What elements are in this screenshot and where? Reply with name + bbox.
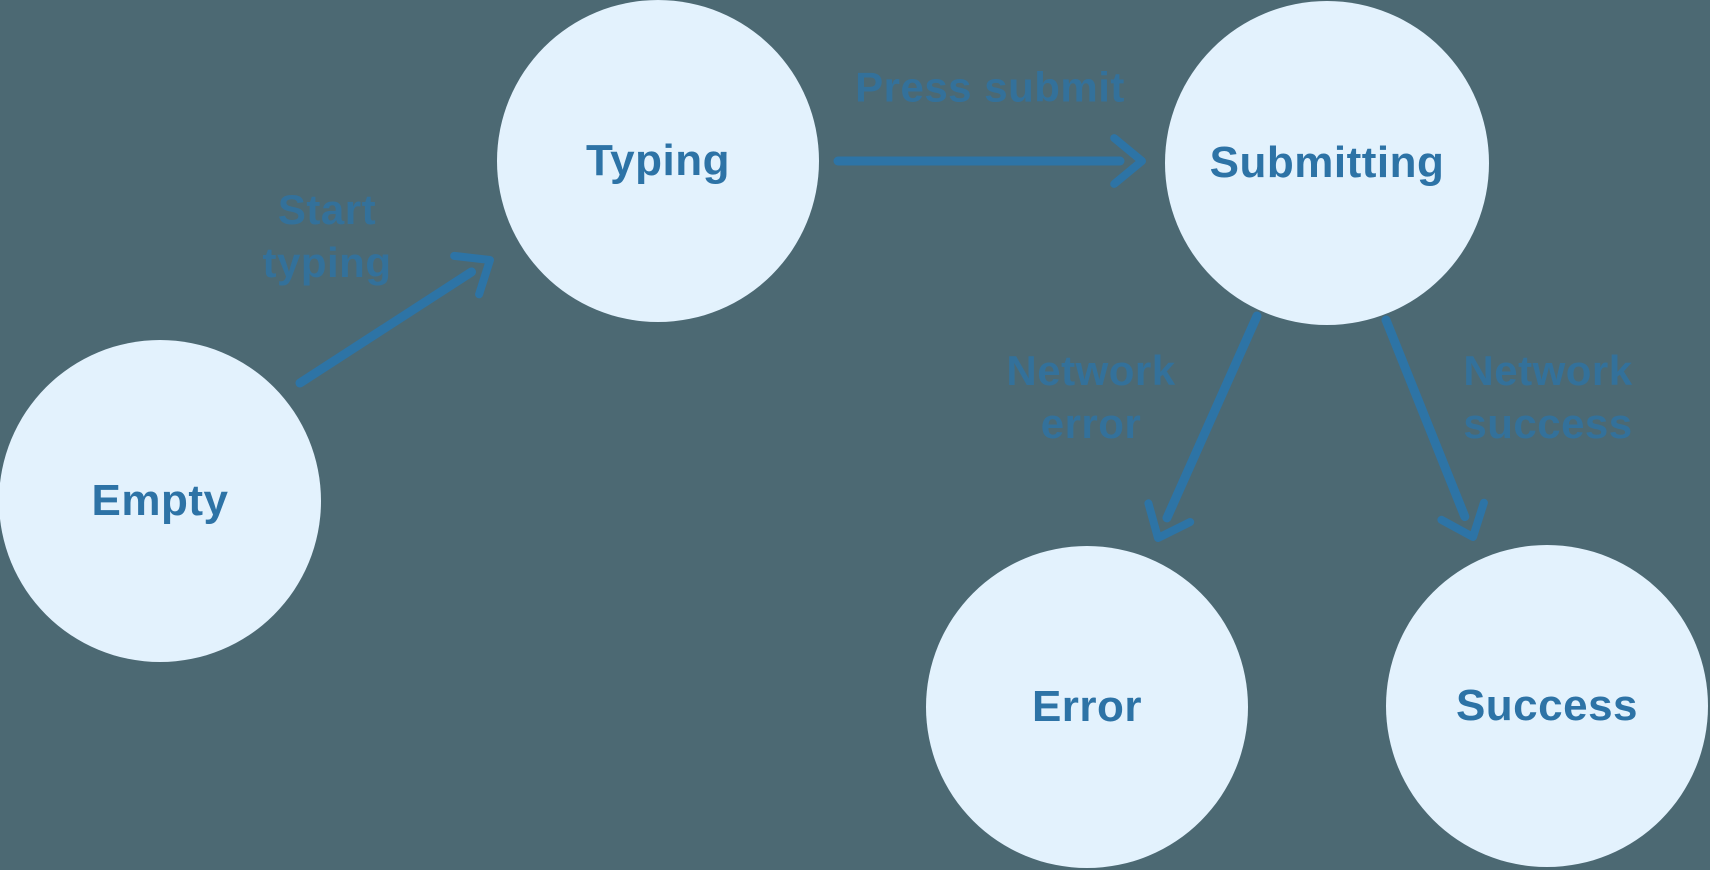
edge-label-line: Start bbox=[277, 186, 377, 233]
edge-label-line: success bbox=[1463, 400, 1633, 447]
state-node-empty: Empty bbox=[0, 340, 321, 662]
arrowhead-start-typing bbox=[450, 251, 494, 299]
state-node-label-success: Success bbox=[1455, 681, 1639, 730]
edge-label-line: Network bbox=[1006, 347, 1176, 394]
edge-label-line: error bbox=[1040, 400, 1142, 447]
state-node-success: Success bbox=[1386, 545, 1708, 867]
edge-label-line: Network bbox=[1463, 347, 1633, 394]
arrowhead-network-success bbox=[1437, 498, 1488, 541]
state-node-error: Error bbox=[926, 546, 1248, 868]
arrowhead-press-submit bbox=[1110, 134, 1146, 188]
arrowhead-network-error bbox=[1144, 499, 1195, 542]
state-node-label-submitting: Submitting bbox=[1209, 138, 1445, 187]
state-node-submitting: Submitting bbox=[1165, 1, 1489, 325]
state-node-label-empty: Empty bbox=[91, 476, 229, 525]
edge-label-line: Press submit bbox=[855, 63, 1125, 111]
state-node-label-error: Error bbox=[1031, 682, 1143, 731]
edge-label-network-error: Network error bbox=[1006, 344, 1175, 450]
state-node-label-typing: Typing bbox=[586, 136, 730, 185]
arrow-shaft-start-typing bbox=[295, 267, 477, 388]
edge-label-network-success: Network success bbox=[1463, 344, 1632, 450]
edge-label-line: typing bbox=[262, 239, 392, 286]
edge-label-press-submit: Press submit bbox=[855, 61, 1125, 114]
edge-label-start-typing: Start typing bbox=[263, 183, 392, 289]
state-node-typing: Typing bbox=[497, 0, 819, 322]
arrow-shaft-network-success bbox=[1381, 315, 1470, 522]
arrow-shaft-network-error bbox=[1162, 311, 1262, 523]
